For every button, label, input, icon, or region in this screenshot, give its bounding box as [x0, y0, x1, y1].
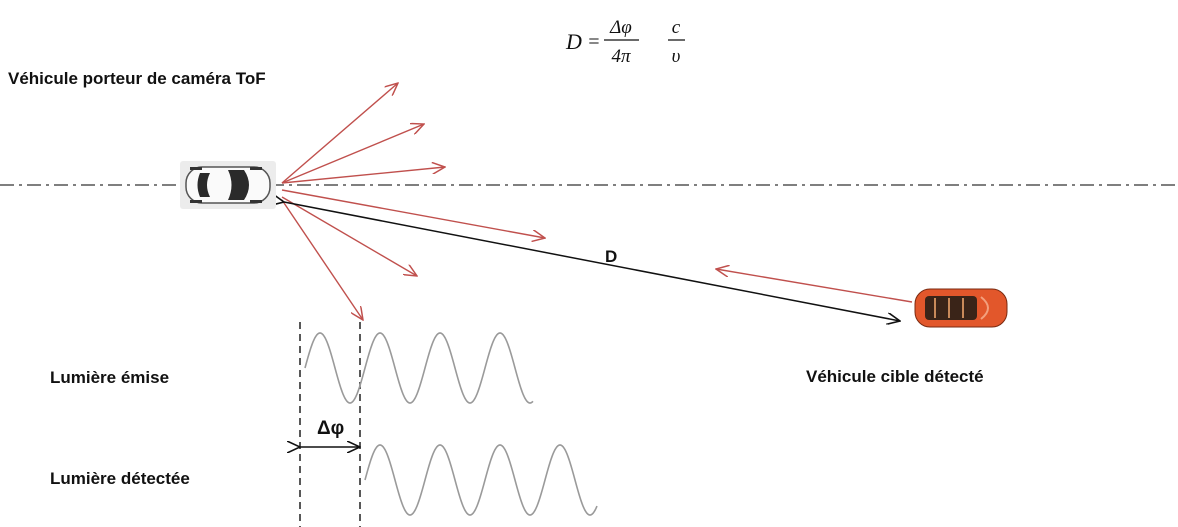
- formula-equals: =: [587, 31, 601, 53]
- emitted-light-rays: [281, 83, 545, 320]
- distance-label: D: [605, 247, 617, 266]
- distance-formula: D = Δφ 4π c υ: [565, 17, 685, 67]
- ray-arrow: [281, 124, 424, 184]
- formula-denominator-upsilon: υ: [672, 46, 681, 67]
- carrier-vehicle-label: Véhicule porteur de caméra ToF: [8, 69, 266, 88]
- detected-light-wave: [364, 444, 598, 516]
- emitted-light-label: Lumière émise: [50, 368, 169, 387]
- emitted-light-wave: [304, 332, 534, 404]
- formula-numerator-phase: Δφ: [609, 17, 632, 38]
- carrier-car: [180, 161, 276, 209]
- ray-arrow: [281, 83, 398, 184]
- formula-denominator-4pi: 4π: [611, 46, 631, 67]
- detected-light-label: Lumière détectée: [50, 469, 190, 488]
- reflected-ray-arrow: [716, 269, 913, 303]
- formula-lhs: D: [565, 29, 582, 54]
- target-car: [914, 288, 1008, 328]
- formula-numerator-c: c: [672, 17, 681, 38]
- ray-arrow: [281, 196, 417, 276]
- phase-shift-label: Δφ: [317, 418, 344, 439]
- ray-arrow: [281, 189, 545, 238]
- ray-arrow: [281, 199, 363, 320]
- distance-arrow: [284, 202, 900, 321]
- target-vehicle-label: Véhicule cible détecté: [806, 367, 984, 386]
- ray-arrow: [281, 167, 445, 184]
